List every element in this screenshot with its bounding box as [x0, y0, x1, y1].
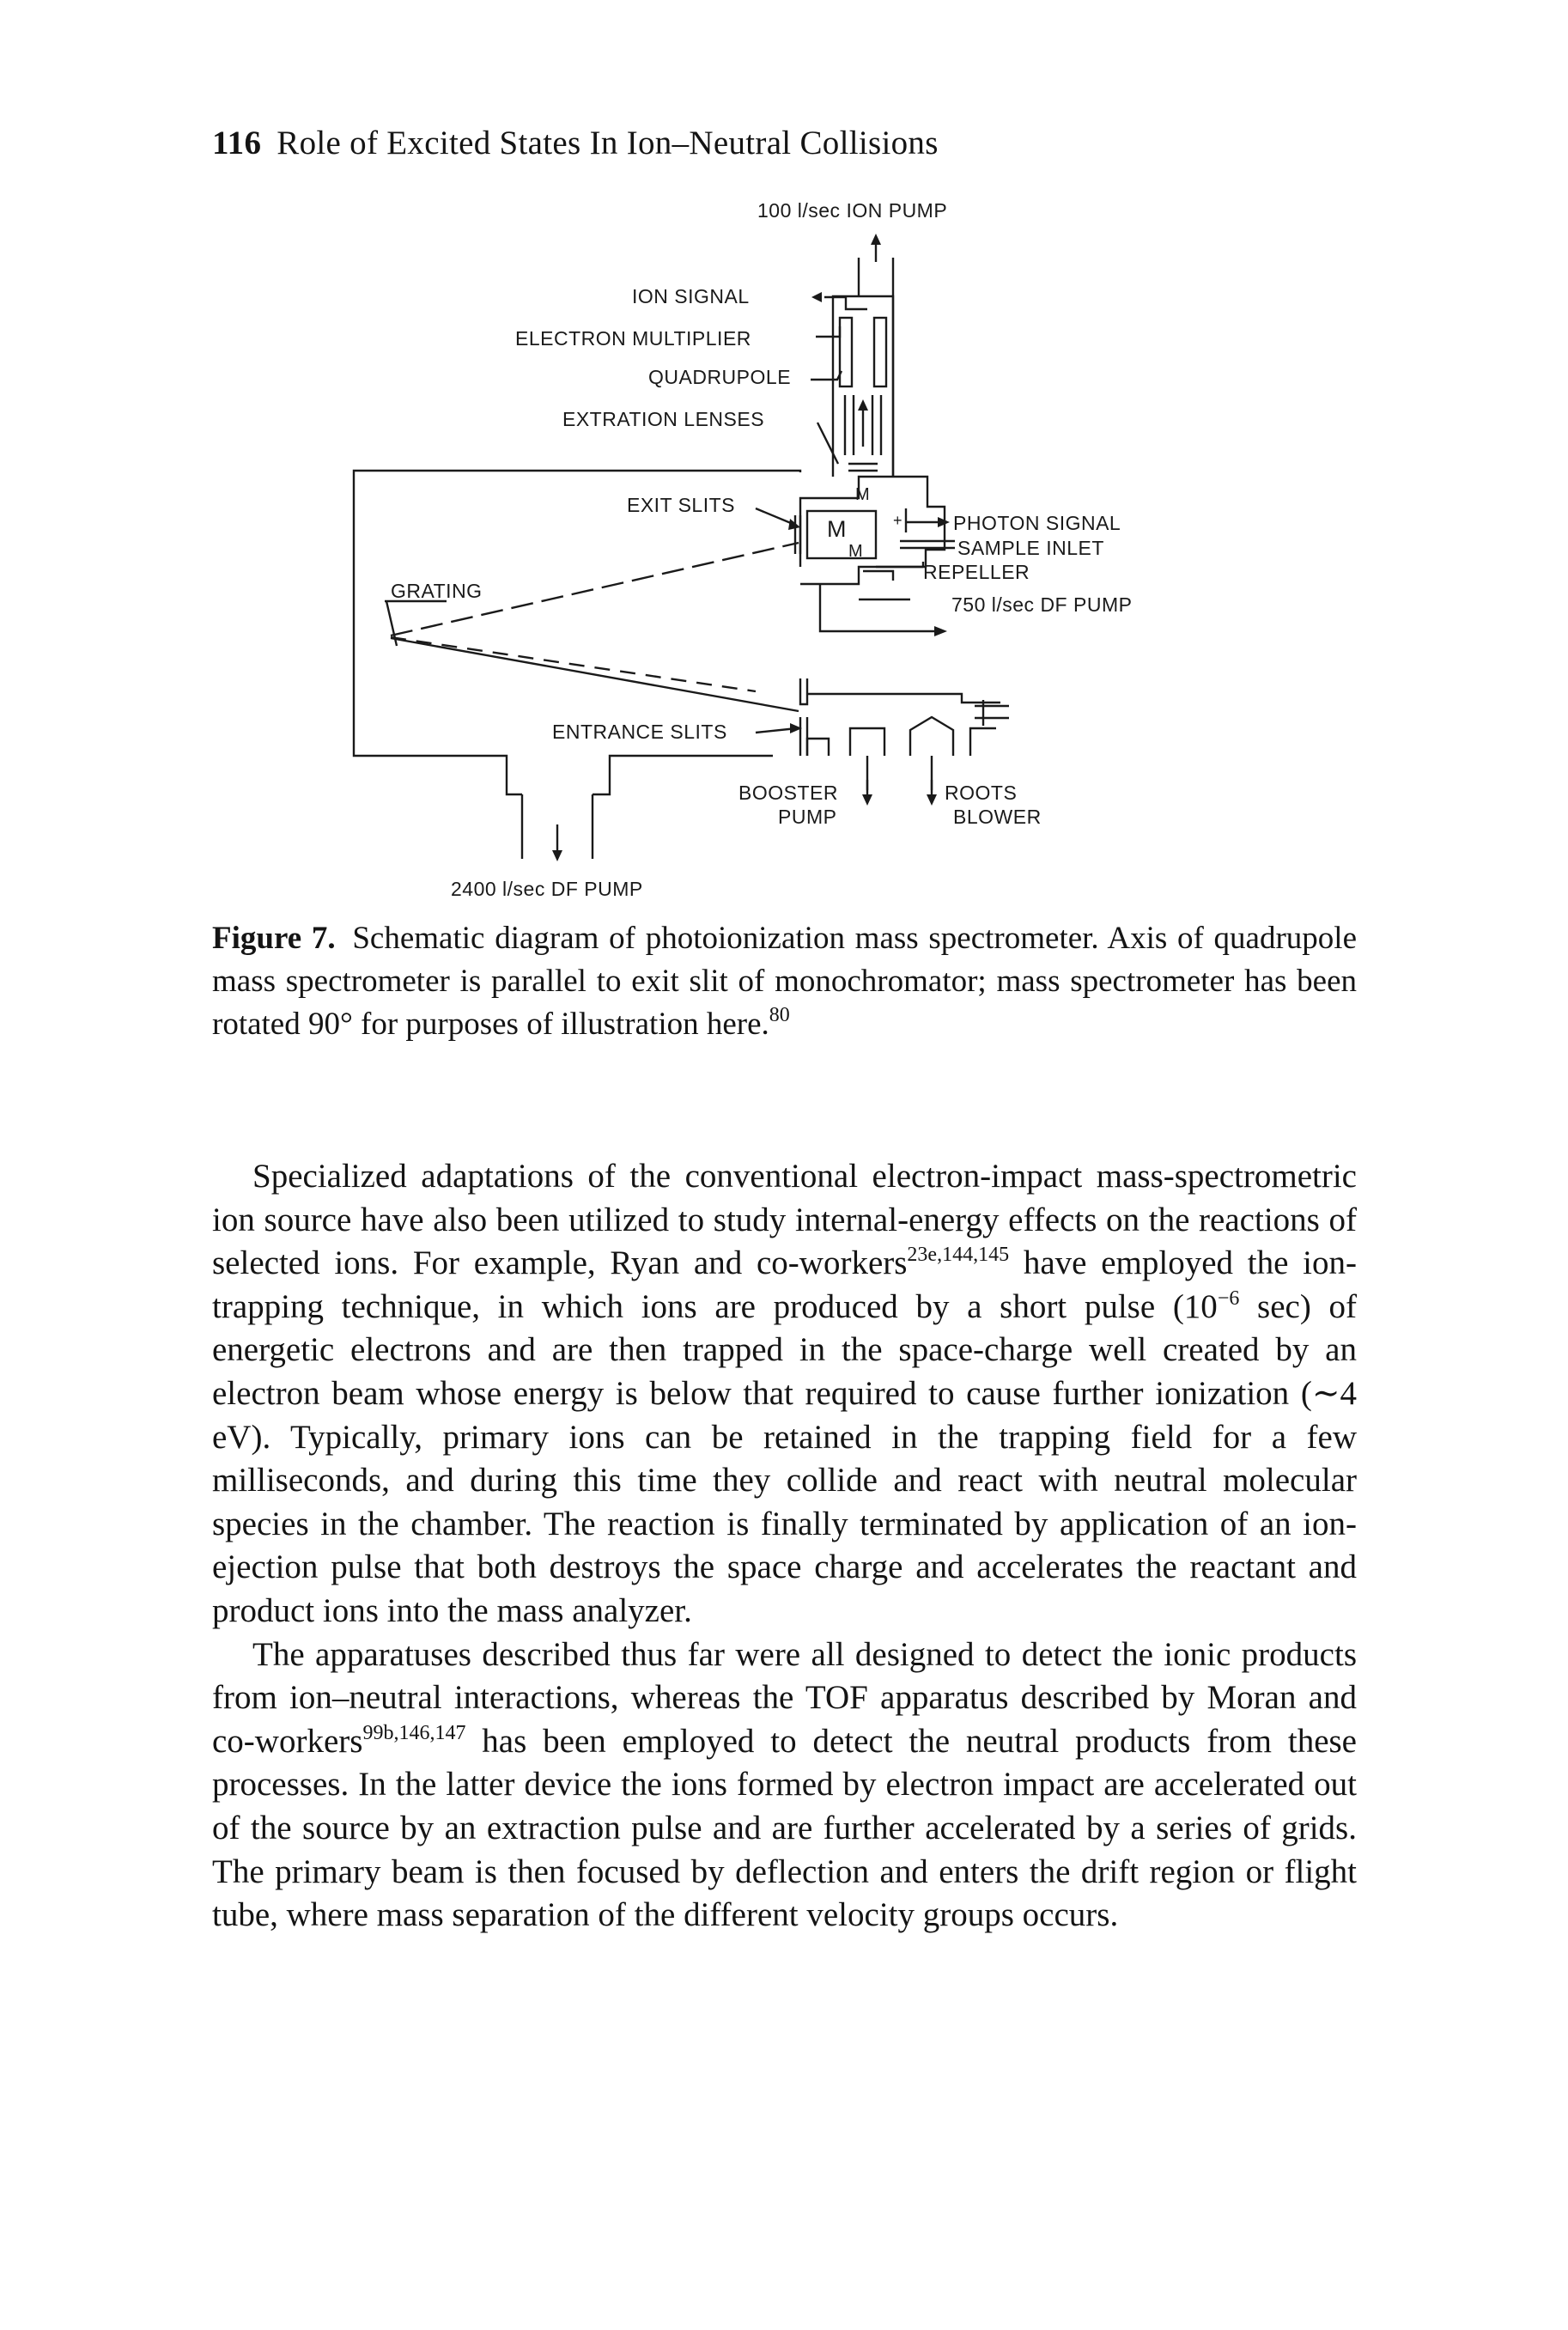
- monochromator-outline: [352, 469, 802, 796]
- roots-to-valve: [969, 727, 996, 756]
- repeller: [863, 565, 923, 581]
- paragraph-2-text-a: The apparatuses described thus far were …: [212, 1635, 1357, 1760]
- quad-leader: [811, 370, 843, 381]
- paragraph-2-text-b: has been employed to detect the neutral …: [212, 1722, 1357, 1934]
- booster-pump-arrow: [862, 794, 872, 806]
- label-m-superscript: +: [893, 512, 903, 529]
- ion-pump-arrow: [871, 234, 881, 245]
- figure-label: Figure 7.: [212, 921, 336, 956]
- exit-slits-arrow: [788, 519, 800, 530]
- roots-blower-arrow: [927, 794, 937, 806]
- roots-blower-body: [909, 715, 955, 790]
- monochromator-bottom-right: [593, 754, 773, 796]
- running-title: Role of Excited States In Ion–Neutral Co…: [277, 125, 939, 161]
- label-booster-line2: PUMP: [778, 806, 836, 828]
- label-repeller: REPELLER: [923, 561, 1030, 583]
- paragraph-1-text-c: sec) of energetic electrons and are then…: [212, 1287, 1357, 1629]
- ion-signal-line: [824, 295, 867, 311]
- label-roots-line2: BLOWER: [953, 806, 1042, 828]
- beam-to-exit: [390, 541, 799, 637]
- label-photon-signal: PHOTON SIGNAL: [953, 512, 1121, 534]
- lens-leader: [816, 422, 840, 465]
- label-sample-inlet: SAMPLE INLET: [957, 537, 1104, 559]
- page-number: 116: [212, 125, 262, 161]
- valve-symbol: [975, 700, 1009, 726]
- beam-mid: [390, 636, 757, 693]
- electron-multiplier-right: [872, 316, 888, 388]
- running-header: 116 Role of Excited States In Ion–Neutral…: [212, 124, 939, 162]
- label-quadrupole: QUADRUPOLE: [648, 366, 791, 388]
- quad-axis-arrow: [858, 399, 868, 411]
- label-entrance-slits: ENTRANCE SLITS: [552, 721, 727, 743]
- beam-from-entrance: [390, 636, 799, 713]
- citation-ryan: 23e,144,145: [907, 1244, 1010, 1267]
- exponent-minus-6: −6: [1217, 1287, 1240, 1310]
- figure-caption: Figure 7. Schematic diagram of photoioni…: [212, 917, 1357, 1046]
- electron-multiplier: [838, 316, 854, 388]
- label-ion-pump-100: 100 l/sec ION PUMP: [757, 199, 947, 222]
- label-m-small: M: [848, 542, 863, 561]
- pump-750-arrow: [934, 626, 947, 636]
- label-roots-line1: ROOTS: [945, 782, 1017, 804]
- label-m-quad: M: [855, 485, 870, 504]
- schematic-figure: 100 l/sec ION PUMP ION SIGNAL ELECTRON M…: [352, 199, 1132, 900]
- label-m-chamber: M: [827, 516, 847, 542]
- sample-inlet-lines: [900, 539, 955, 550]
- entrance-slits-arrow: [790, 723, 802, 733]
- photon-signal-line: [904, 508, 940, 532]
- ion-chamber-inner: [805, 509, 878, 560]
- grating: [385, 600, 398, 647]
- label-booster-line1: BOOSTER: [738, 782, 838, 804]
- label-electron-multiplier: ELECTRON MULTIPLIER: [515, 327, 751, 350]
- caption-reference: 80: [769, 1004, 790, 1026]
- foreline-pipe-bottom: [805, 737, 830, 756]
- pump-750-duct: [818, 584, 936, 633]
- ion-signal-arrow: [811, 292, 822, 302]
- label-df-pump-750: 750 l/sec DF PUMP: [951, 593, 1132, 616]
- body-text: Specialized adaptations of the conventio…: [212, 1155, 1357, 1938]
- paragraph-1-text-b: have employed the ion-trapping technique…: [212, 1244, 1357, 1325]
- citation-moran: 99b,146,147: [362, 1721, 466, 1744]
- photon-signal-arrow: [938, 517, 950, 527]
- paragraph-1: Specialized adaptations of the conventio…: [212, 1155, 1357, 1633]
- ionization-chamber: [799, 475, 946, 586]
- label-grating: GRATING: [391, 580, 483, 602]
- label-exit-slits: EXIT SLITS: [627, 494, 735, 516]
- paragraph-1-text-a: Specialized adaptations of the conventio…: [212, 1158, 1357, 1282]
- em-leader: [816, 326, 842, 338]
- label-extraction-lenses: EXTRATION LENSES: [562, 408, 764, 430]
- caption-text: Schematic diagram of photoionization mas…: [212, 921, 1357, 1042]
- label-ion-signal: ION SIGNAL: [632, 285, 750, 307]
- foreline-pipe-top: [807, 692, 1000, 704]
- pump-2400-arrow: [552, 850, 562, 861]
- paragraph-2: The apparatuses described thus far were …: [212, 1633, 1357, 1938]
- label-df-pump-2400: 2400 l/sec DF PUMP: [451, 878, 643, 900]
